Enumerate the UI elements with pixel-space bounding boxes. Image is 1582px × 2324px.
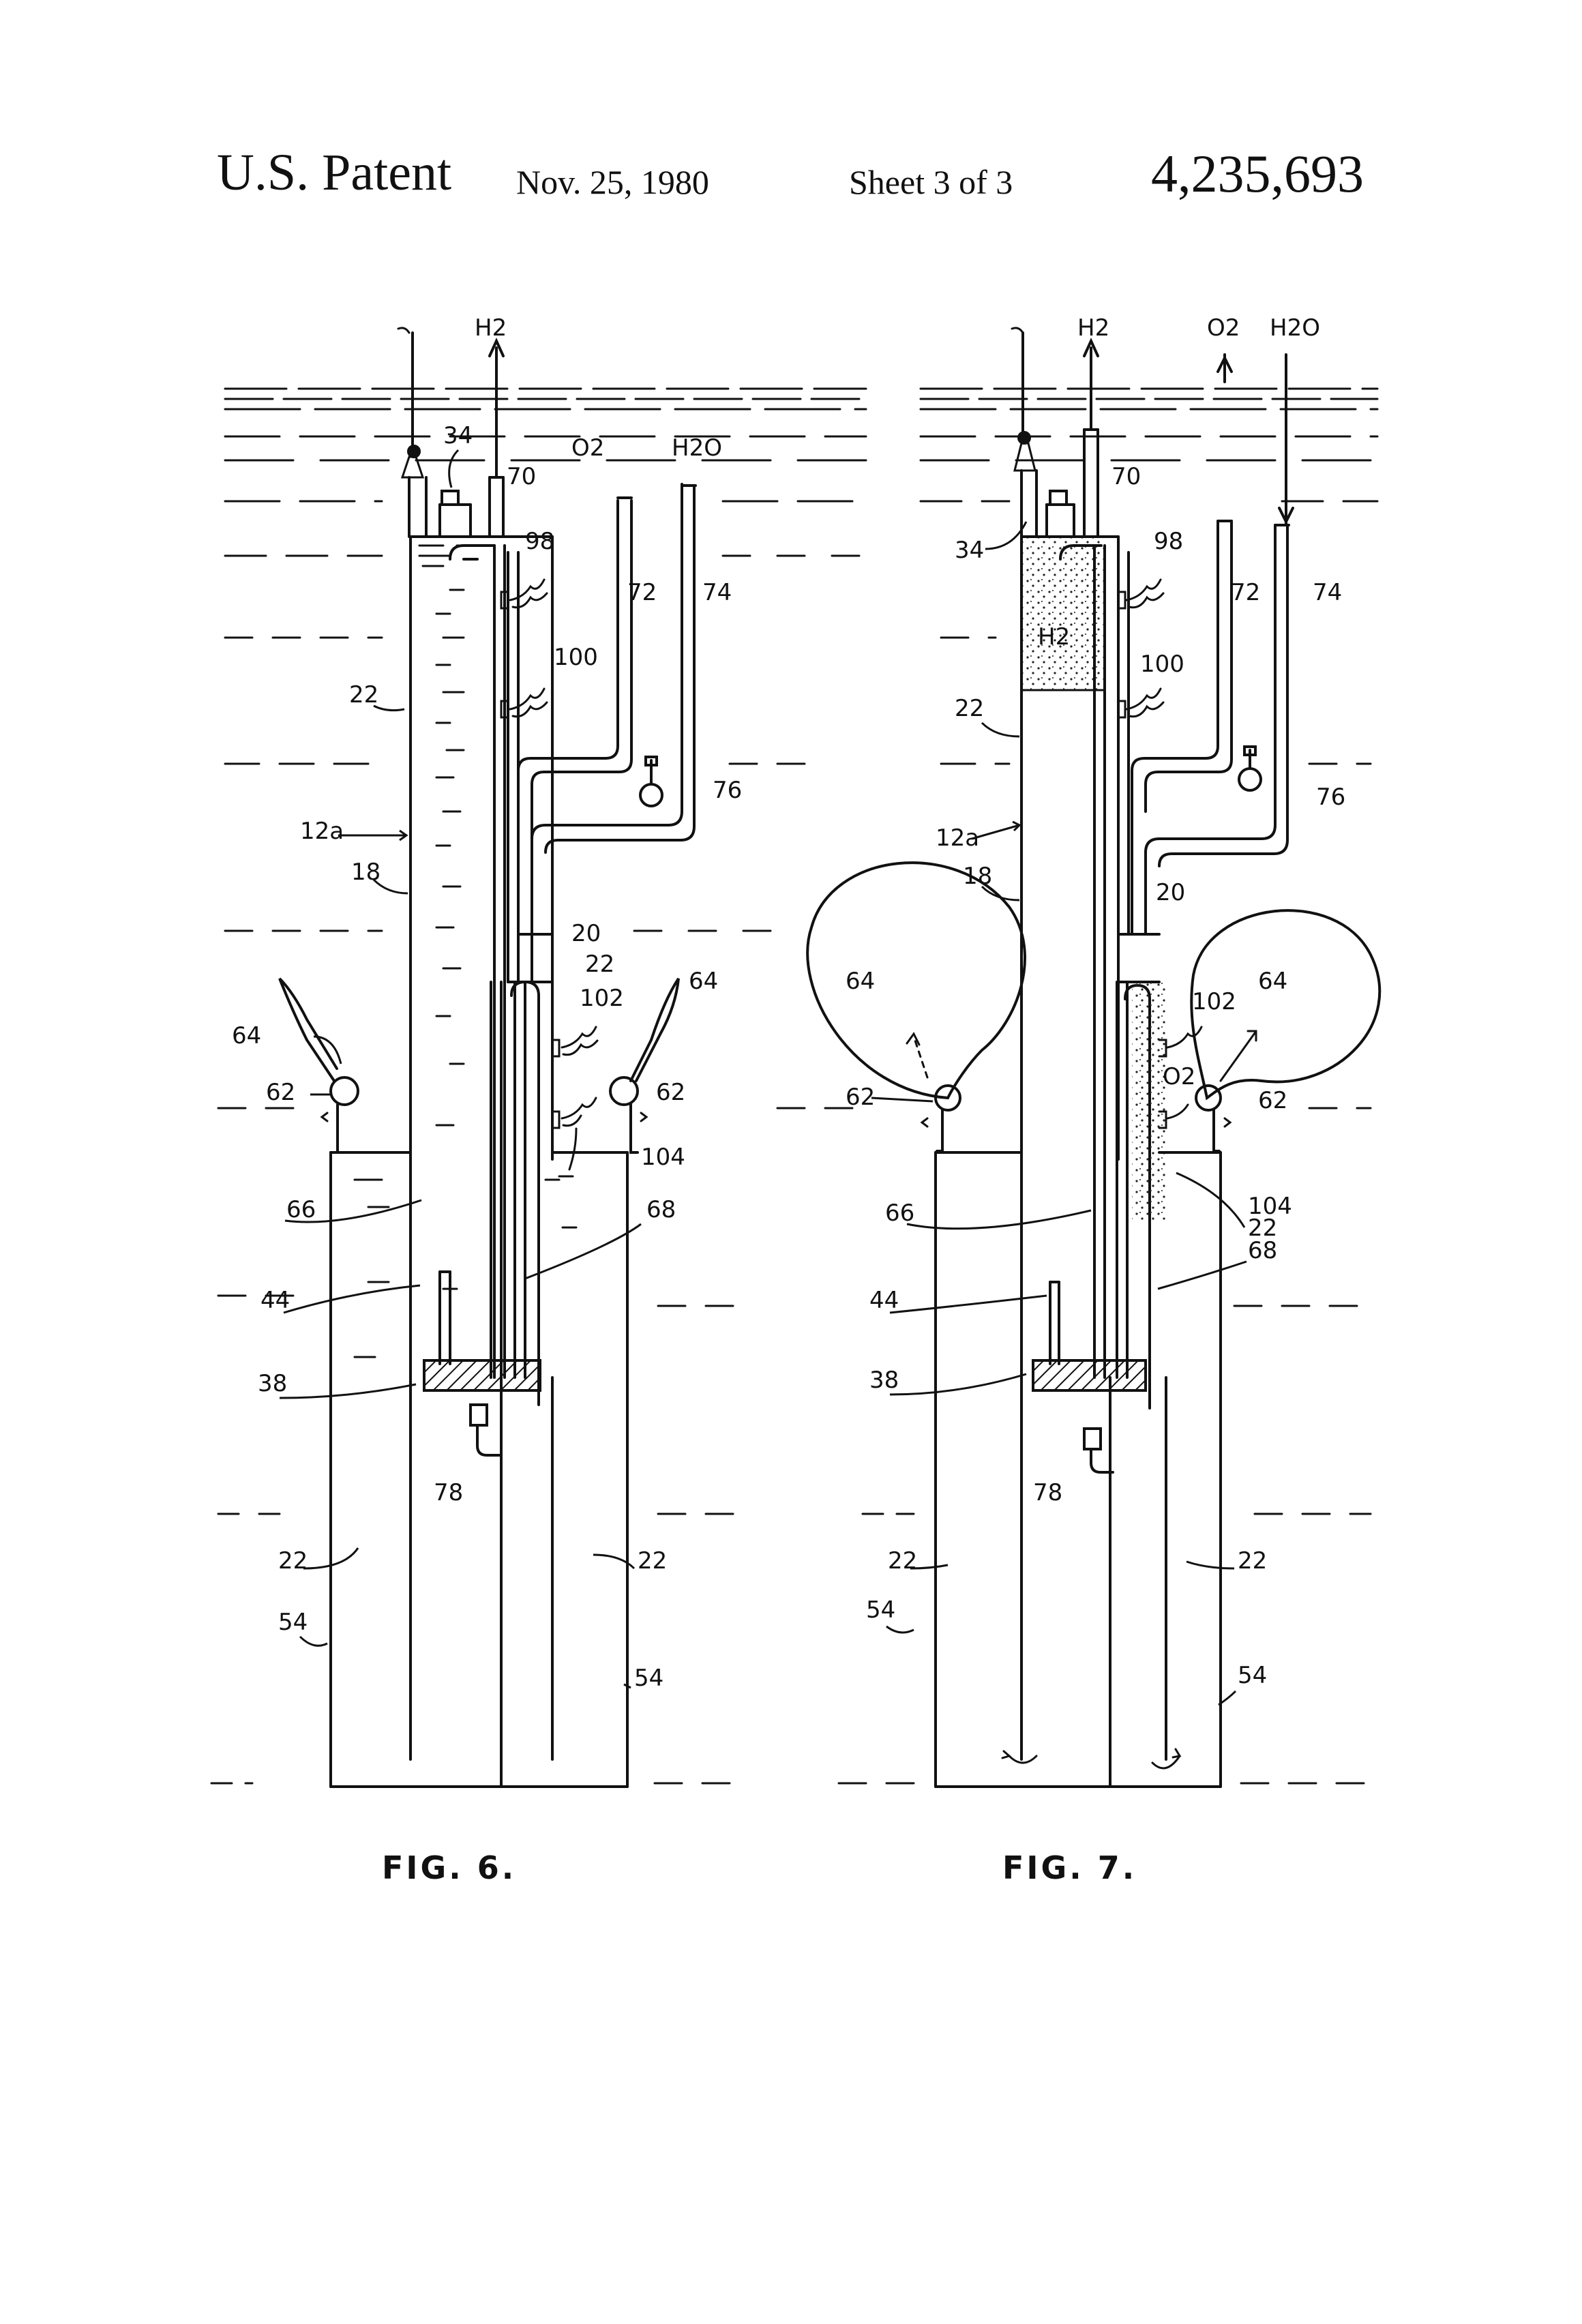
label-54-right-7: 54 xyxy=(1238,1662,1267,1689)
label-o2-top: O2 xyxy=(1207,314,1240,342)
label-100: 100 xyxy=(554,644,598,671)
label-54-left: 54 xyxy=(278,1609,308,1636)
label-h2: H2 xyxy=(475,314,507,342)
label-78-7: 78 xyxy=(1033,1479,1062,1506)
label-102: 102 xyxy=(580,985,624,1012)
label-62-left-7: 62 xyxy=(846,1084,875,1111)
label-22-top-7: 22 xyxy=(955,695,984,722)
label-78: 78 xyxy=(434,1479,463,1506)
caption-fig7: FIG. 7. xyxy=(1002,1849,1137,1886)
bladder-64-right xyxy=(1191,910,1379,1151)
label-68-7: 68 xyxy=(1248,1237,1277,1264)
label-64-right: 64 xyxy=(689,968,718,995)
label-72: 72 xyxy=(627,579,657,606)
label-h2o-top: H2O xyxy=(1270,314,1320,342)
label-98-7: 98 xyxy=(1154,528,1183,555)
label-34-7: 34 xyxy=(955,537,984,564)
label-22-bottom-right: 22 xyxy=(638,1547,667,1575)
label-64-left: 64 xyxy=(232,1022,261,1049)
label-38-7: 38 xyxy=(869,1367,899,1394)
label-54-left-7: 54 xyxy=(866,1596,895,1624)
label-12a: 12a xyxy=(300,818,344,845)
label-o2-inside: O2 xyxy=(1163,1063,1195,1090)
label-70: 70 xyxy=(507,463,536,490)
label-34: 34 xyxy=(443,422,473,449)
label-18-7: 18 xyxy=(963,863,992,890)
electrolyte-dashes xyxy=(355,546,576,1357)
internal-parts xyxy=(424,1272,540,1455)
label-70-7: 70 xyxy=(1111,463,1141,490)
label-38: 38 xyxy=(258,1370,287,1397)
label-74: 74 xyxy=(702,579,732,606)
label-62-right: 62 xyxy=(656,1079,685,1106)
label-h2-top: H2 xyxy=(1077,314,1109,342)
label-44-7: 44 xyxy=(869,1287,899,1314)
label-54-right: 54 xyxy=(634,1665,663,1692)
label-22-bottom-left-7: 22 xyxy=(888,1547,917,1575)
internal-parts-7 xyxy=(1033,1282,1146,1472)
caption-fig6: FIG. 6. xyxy=(382,1849,516,1886)
label-22-bottom-right-7: 22 xyxy=(1238,1547,1267,1575)
label-72-7: 72 xyxy=(1231,579,1260,606)
label-76: 76 xyxy=(713,777,742,804)
figure-6-labels: H2 34 70 O2 H2O 98 72 74 100 22 76 12a 1… xyxy=(232,314,742,1886)
label-62-right-7: 62 xyxy=(1258,1087,1287,1114)
pipe-74 xyxy=(532,484,696,880)
label-64-right-7: 64 xyxy=(1258,968,1287,995)
label-22-top: 22 xyxy=(349,681,378,709)
figure-7-leaders xyxy=(871,522,1247,1705)
label-o2: O2 xyxy=(571,434,604,462)
pipes-66-68-70 xyxy=(450,546,525,1377)
label-76-7: 76 xyxy=(1316,784,1345,811)
label-44: 44 xyxy=(260,1287,290,1314)
label-20-7: 20 xyxy=(1156,879,1185,906)
label-64-left-7: 64 xyxy=(846,968,875,995)
label-98: 98 xyxy=(525,528,554,555)
top-fittings-7 xyxy=(1012,328,1098,537)
pipe-72 xyxy=(518,498,631,982)
label-h2-inside: H2 xyxy=(1038,623,1070,651)
label-66-7: 66 xyxy=(885,1200,914,1227)
label-100-7: 100 xyxy=(1140,651,1184,678)
figure-7 xyxy=(777,328,1379,1787)
label-h2o: H2O xyxy=(672,434,722,462)
label-20: 20 xyxy=(571,920,601,947)
label-102-7: 102 xyxy=(1192,988,1236,1015)
label-68: 68 xyxy=(646,1196,676,1223)
label-66: 66 xyxy=(286,1196,316,1223)
label-74-7: 74 xyxy=(1313,579,1342,606)
label-104: 104 xyxy=(641,1144,685,1171)
label-22-bottom-left: 22 xyxy=(278,1547,308,1575)
label-62-left: 62 xyxy=(266,1079,295,1106)
valve-62-left xyxy=(280,979,358,1152)
tank-54-fig7 xyxy=(936,1152,1221,1787)
label-22-mid: 22 xyxy=(585,951,614,978)
tank-54 xyxy=(331,1152,627,1787)
